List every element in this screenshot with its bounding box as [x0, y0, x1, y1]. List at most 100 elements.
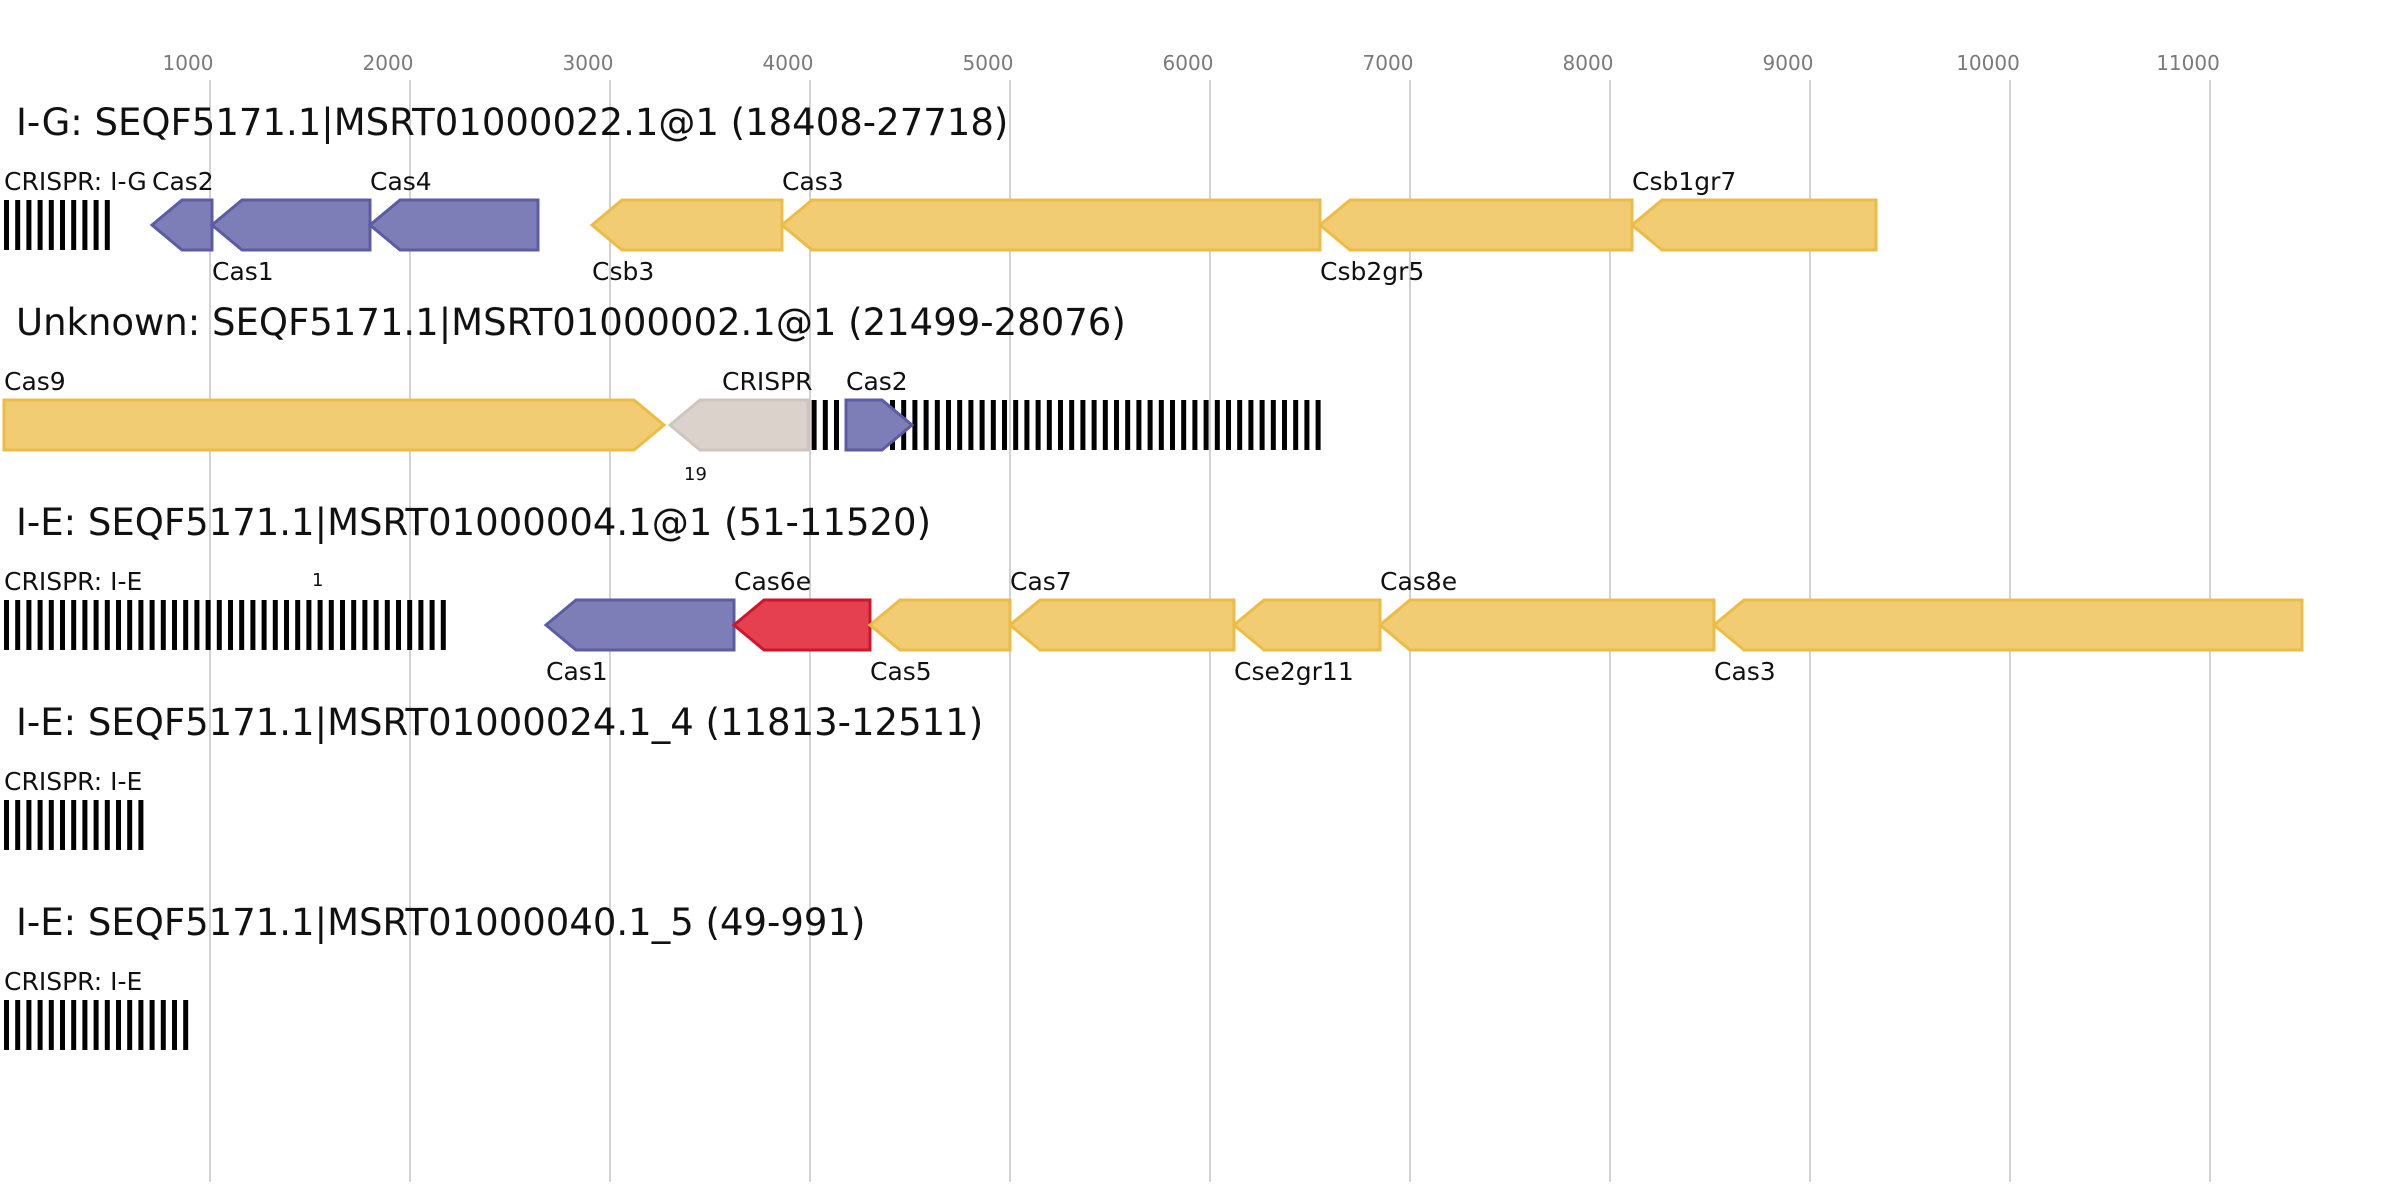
- crispr-repeat: [71, 600, 77, 650]
- crispr-repeat: [912, 400, 918, 450]
- crispr-repeat: [82, 1000, 88, 1050]
- crispr-repeat: [1046, 400, 1052, 450]
- crispr-repeat: [194, 600, 200, 650]
- crispr-repeat: [1013, 400, 1019, 450]
- crispr-repeat: [149, 1000, 155, 1050]
- crispr-repeat: [934, 400, 940, 450]
- gene-arrow-cse2gr11: [1231, 598, 1382, 652]
- gene-label: Cas4: [370, 167, 432, 196]
- crispr-repeat: [384, 600, 390, 650]
- crispr-array: [4, 1000, 189, 1050]
- crispr-repeat: [1270, 400, 1276, 450]
- gene-label: Cas1: [212, 257, 274, 286]
- crispr-repeat: [429, 600, 435, 650]
- crispr-repeat: [26, 1000, 32, 1050]
- gene-arrow-cas8e: [1377, 598, 1716, 652]
- gene-arrow-cas1: [209, 198, 372, 252]
- locus-title: I-E: SEQF5171.1|MSRT01000024.1_4 (11813-…: [16, 701, 983, 744]
- crispr-repeat: [261, 600, 267, 650]
- crispr-repeat: [172, 1000, 177, 1050]
- gene-label: Cas2: [152, 167, 214, 196]
- crispr-repeat: [396, 600, 401, 650]
- locus-title: I-E: SEQF5171.1|MSRT01000004.1@1 (51-115…: [16, 501, 931, 544]
- crispr-repeat: [1114, 400, 1119, 450]
- axis-tick-label: 11000: [2156, 51, 2220, 75]
- crispr-repeat: [990, 400, 996, 450]
- gene-arrow-csb2gr5: [1317, 198, 1634, 252]
- crispr-repeat: [1080, 400, 1086, 450]
- gene-label: Cas2: [846, 367, 908, 396]
- crispr-repeat: [138, 800, 144, 850]
- crispr-repeat: [1304, 400, 1310, 450]
- crispr-repeat: [48, 200, 54, 250]
- crispr-repeat: [104, 200, 110, 250]
- gene-arrow-cas6e: [731, 598, 872, 652]
- crispr-repeat: [1035, 400, 1041, 450]
- crispr-repeat: [26, 800, 32, 850]
- gene-label: Cas1: [546, 657, 608, 686]
- crispr-repeat: [272, 600, 278, 650]
- crispr-repeat: [4, 200, 9, 250]
- crispr-repeat: [1069, 400, 1075, 450]
- crispr-repeat: [160, 1000, 166, 1050]
- crispr-repeat: [1248, 400, 1254, 450]
- crispr-repeat: [328, 600, 334, 650]
- crispr-label: CRISPR: I-E: [4, 567, 142, 596]
- crispr-repeat: [71, 800, 77, 850]
- gene-arrow: [667, 398, 810, 452]
- crispr-repeat: [60, 600, 65, 650]
- crispr-repeat: [149, 600, 155, 650]
- crispr-repeat: [340, 600, 345, 650]
- crispr-repeat: [1315, 400, 1321, 450]
- axis-tick-label: 8000: [1563, 51, 1614, 75]
- crispr-repeat: [822, 400, 828, 450]
- crispr-array: [722, 400, 1321, 450]
- crispr-repeat: [93, 1000, 99, 1050]
- gene-label: Cas3: [1714, 657, 1776, 686]
- crispr-repeat: [373, 600, 379, 650]
- locus-3: I-E: SEQF5171.1|MSRT01000004.1@1 (51-115…: [4, 501, 2304, 686]
- crispr-array: [4, 200, 110, 250]
- crispr-repeat: [4, 1000, 9, 1050]
- crispr-repeat: [26, 200, 32, 250]
- axis-tick-label: 4000: [763, 51, 814, 75]
- crispr-repeat: [317, 600, 323, 650]
- axis-tick-label: 5000: [963, 51, 1014, 75]
- crispr-repeat: [116, 600, 121, 650]
- gene-label: Cse2gr11: [1234, 657, 1354, 686]
- gene-arrow-cas2: [149, 198, 214, 252]
- crispr-repeat: [183, 600, 189, 650]
- crispr-repeat: [26, 600, 32, 650]
- crispr-array: [4, 800, 144, 850]
- gene-label: Csb1gr7: [1632, 167, 1736, 196]
- crispr-repeat: [250, 600, 256, 650]
- crispr-repeat: [1091, 400, 1097, 450]
- crispr-label: CRISPR: I-E: [4, 767, 142, 796]
- crispr-repeat: [1058, 400, 1063, 450]
- crispr-repeat: [60, 1000, 65, 1050]
- crispr-repeat: [1024, 400, 1030, 450]
- crispr-repeat: [48, 600, 54, 650]
- crispr-repeat: [15, 600, 21, 650]
- crispr-repeat: [834, 400, 839, 450]
- gene-arrow-cas1: [543, 598, 736, 652]
- crispr-repeat: [4, 800, 9, 850]
- gene-label: Cas3: [782, 167, 844, 196]
- crispr-repeat: [37, 600, 43, 650]
- crispr-repeat: [1002, 400, 1007, 450]
- axis-tick-label: 3000: [563, 51, 614, 75]
- crispr-repeat: [1293, 400, 1299, 450]
- crispr-repeat: [93, 800, 99, 850]
- crispr-repeat: [127, 1000, 133, 1050]
- crispr-repeat: [205, 600, 211, 650]
- crispr-repeat: [48, 800, 54, 850]
- axis-tick-label: 2000: [363, 51, 414, 75]
- marker-label: 1: [312, 570, 323, 591]
- crispr-repeat: [1147, 400, 1153, 450]
- crispr-repeat: [979, 400, 985, 450]
- crispr-repeat: [1102, 400, 1108, 450]
- axis-tick-label: 10000: [1956, 51, 2020, 75]
- axis-tick-label: 6000: [1163, 51, 1214, 75]
